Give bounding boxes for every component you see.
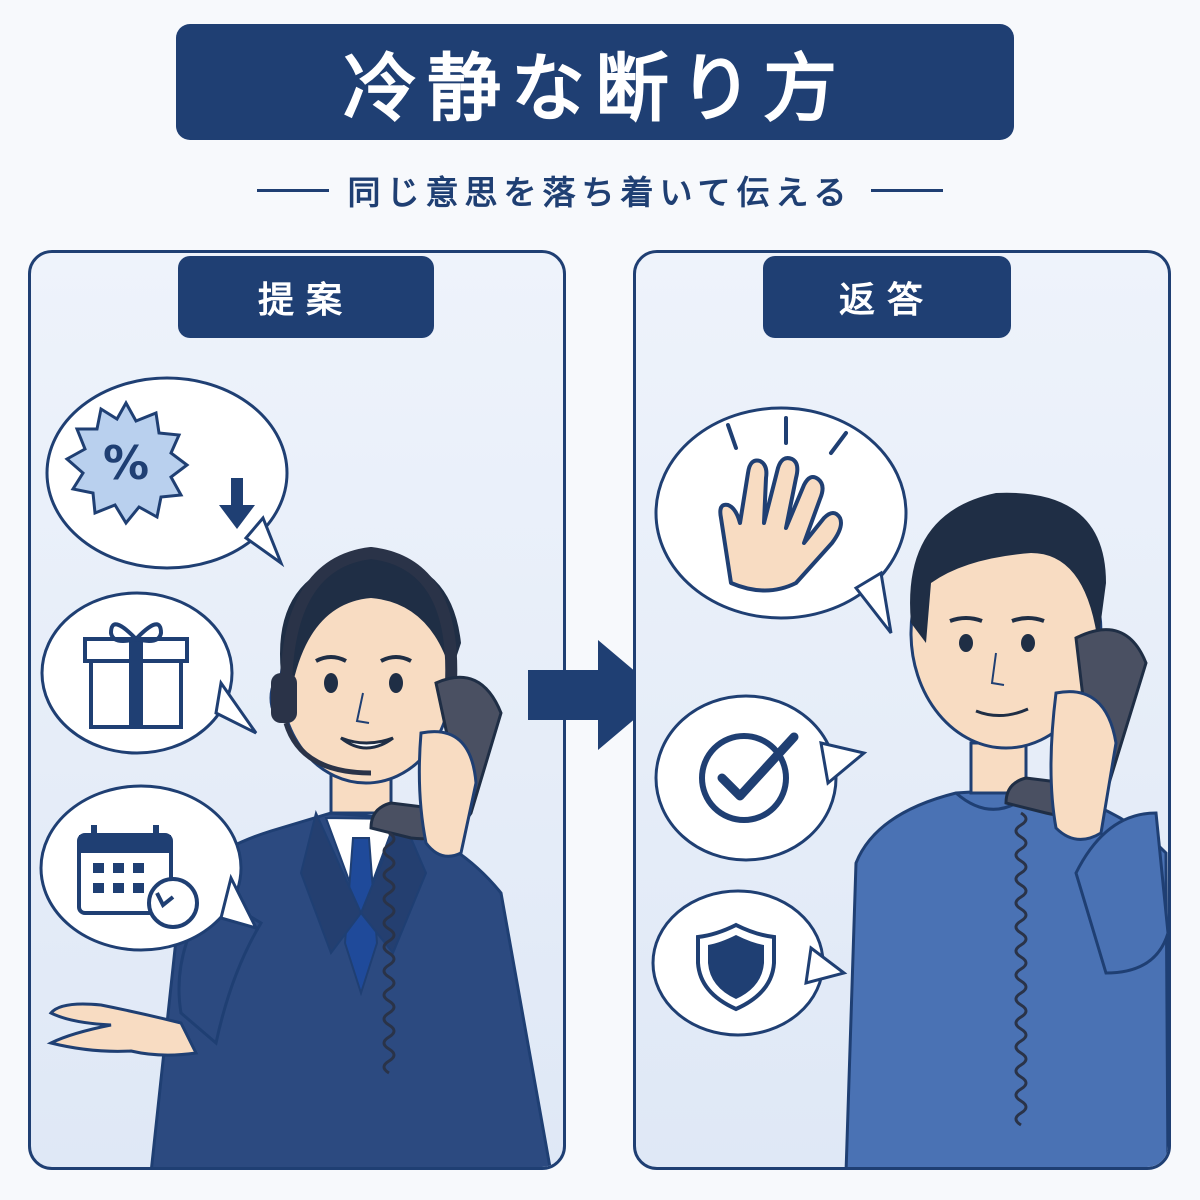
subtitle-row: 同じ意思を落ち着いて伝える [150,160,1050,220]
page-subtitle: 同じ意思を落ち着いて伝える [347,173,853,212]
responder-figure [844,492,1168,1167]
page-title: 冷静な断り方 [343,45,847,132]
bubble-shield [651,889,848,1037]
svg-text:%: % [103,436,149,490]
responder-illustration [651,406,1168,1167]
subtitle-line-left [257,188,330,192]
response-panel: 返答 [633,250,1171,1170]
response-label-text: 返答 [838,280,935,321]
bubble-calendar [39,784,259,952]
arrow-right-icon [528,640,663,750]
title-banner: 冷静な断り方 [176,24,1014,140]
proposal-panel: % 提案 [28,250,566,1170]
response-label: 返答 [763,256,1011,338]
bubble-discount: % [45,376,289,570]
bubble-gift [40,591,258,755]
salesperson-illustration: % [39,376,552,1167]
bubble-raised-hand [654,406,908,634]
bubble-check [654,694,868,862]
salesperson-figure [46,546,552,1167]
proposal-label-text: 提案 [257,280,354,321]
subtitle-line-right [870,188,943,192]
proposal-label: 提案 [178,256,434,338]
